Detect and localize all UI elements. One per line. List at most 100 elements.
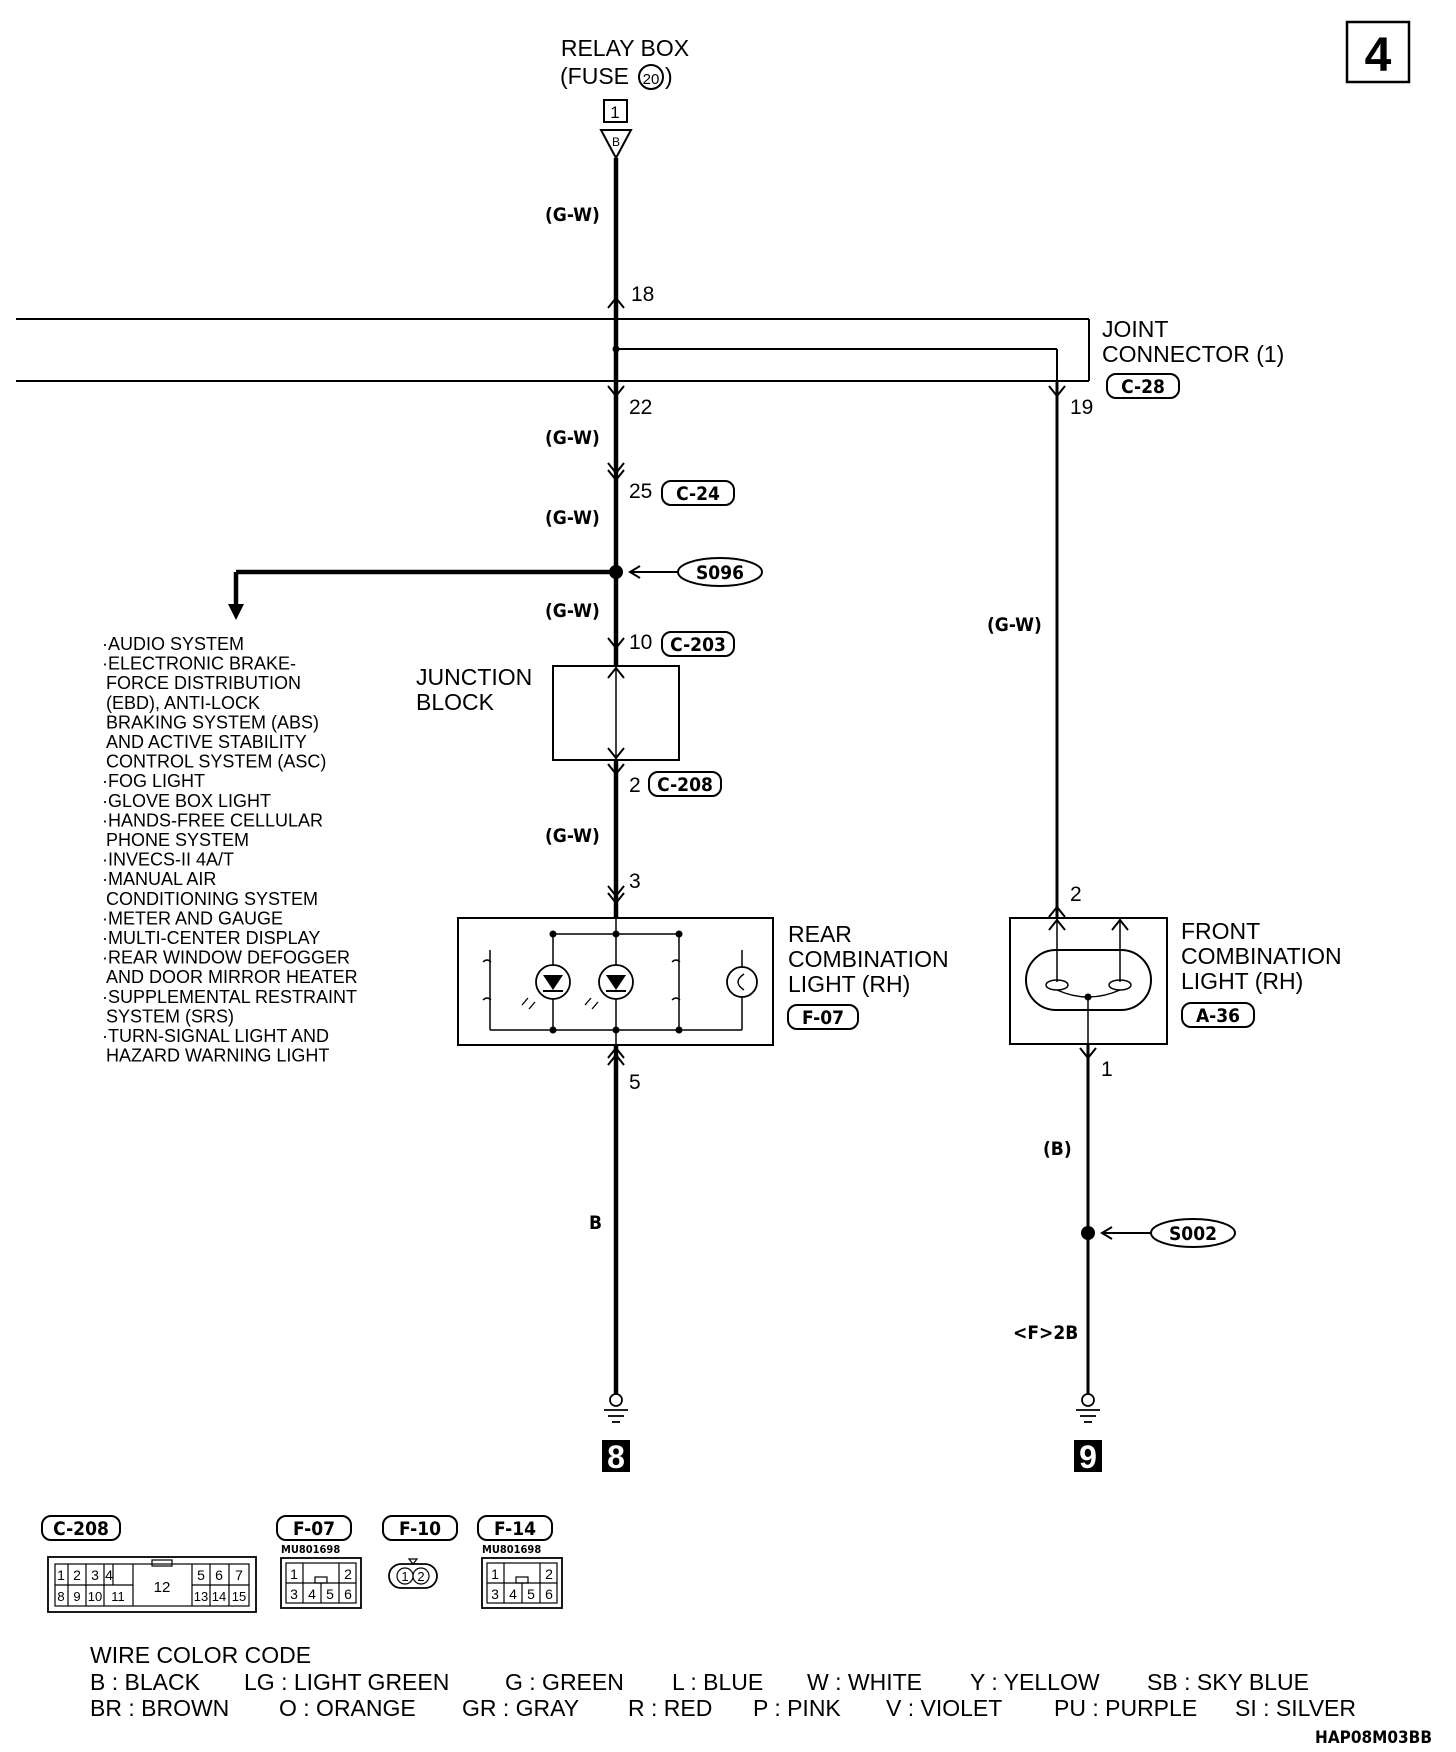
wire-label-gw-2: (G-W)	[545, 427, 600, 449]
front-combination-light	[1009, 917, 1168, 1045]
relay-box-label: RELAY BOX	[561, 35, 689, 61]
systems-list-line: PHONE SYSTEM	[106, 830, 249, 850]
connector-pin: 6	[545, 1586, 553, 1602]
c208-code: C-208	[657, 774, 713, 796]
connector-pin: 3	[290, 1586, 298, 1602]
wire-label-gw-5: (G-W)	[545, 825, 600, 847]
front-light-code-box	[1181, 1002, 1255, 1028]
wire-color-entry: B : BLACK	[90, 1669, 201, 1695]
fuse-number: 20	[643, 71, 660, 88]
systems-list-line: ·HANDS-FREE CELLULAR	[102, 810, 323, 830]
ground-right-number: 9	[1079, 1439, 1097, 1475]
splice-s096-label: S096	[696, 562, 744, 584]
connector-pin: 3	[91, 1567, 99, 1583]
connector-pin: 7	[235, 1567, 243, 1583]
systems-list-line: ·GLOVE BOX LIGHT	[102, 791, 271, 811]
pin-18-label: 18	[631, 283, 654, 306]
wire-color-entry: PU : PURPLE	[1054, 1695, 1197, 1721]
systems-list-line: ·REAR WINDOW DEFOGGER	[102, 948, 350, 968]
wire-label-b-right: (B)	[1043, 1138, 1072, 1160]
c24-code-box	[661, 480, 735, 506]
relay-box-fuse-suffix: )	[665, 63, 673, 89]
relay-box-fuse-prefix: (FUSE	[560, 63, 629, 89]
wire-label-b-left: B	[589, 1212, 602, 1234]
ground-left-number: 8	[607, 1439, 625, 1475]
wire-color-entry: L : BLUE	[672, 1669, 763, 1695]
c208-code-box	[648, 771, 722, 797]
connector-pin: 1	[57, 1567, 65, 1583]
pin-25-label: 25	[629, 480, 652, 503]
connector-pin: 13	[194, 1589, 208, 1604]
relay-connector-box	[603, 99, 628, 123]
systems-list-line: AND ACTIVE STABILITY	[106, 732, 307, 752]
connector-pin: 5	[197, 1567, 205, 1583]
wire-label-f2b: <F>2B	[1013, 1322, 1078, 1344]
connector-pin: 5	[527, 1586, 535, 1602]
connector-pin: 4	[509, 1586, 517, 1602]
junction-block-label-1: JUNCTION	[416, 664, 532, 690]
connector-pin: 8	[57, 1589, 64, 1604]
connector-pin: 1	[290, 1566, 298, 1582]
page-number: 4	[1365, 29, 1392, 82]
ground-left-number-box	[602, 1440, 630, 1472]
ground-right-number-box	[1074, 1440, 1102, 1472]
joint-node	[612, 345, 620, 353]
wire-label-gw-4: (G-W)	[545, 600, 600, 622]
connector-pin: 2	[417, 1569, 424, 1584]
rear-light-code: F-07	[802, 1007, 844, 1029]
splice-s002-pointer-head	[1100, 1226, 1113, 1240]
relay-connector-triangle	[599, 129, 633, 161]
wire-color-entry: P : PINK	[753, 1695, 841, 1721]
systems-list-line: SYSTEM (SRS)	[106, 1006, 234, 1026]
systems-list-line: BRAKING SYSTEM (ABS)	[106, 712, 319, 732]
connector-pin: 2	[344, 1566, 352, 1582]
connector-pin: 1	[491, 1566, 499, 1582]
splice-s096-oval	[677, 557, 763, 587]
connector-pin: 1	[401, 1569, 408, 1584]
cv-f14-code: F-14	[494, 1518, 536, 1540]
systems-list-line: ·SUPPLEMENTAL RESTRAINT	[102, 987, 357, 1007]
front-light-label-2: COMBINATION	[1181, 943, 1342, 969]
systems-list-line: FORCE DISTRIBUTION	[106, 673, 301, 693]
pin-19-label: 19	[1070, 396, 1093, 419]
ground-symbol-right	[1076, 1393, 1100, 1423]
wire-color-entry: Y : YELLOW	[970, 1669, 1100, 1695]
connector-pin: 12	[154, 1579, 171, 1596]
joint-connector-code: C-28	[1121, 376, 1165, 398]
pin-10-label: 10	[629, 631, 652, 654]
systems-list-line: ·TURN-SIGNAL LIGHT AND	[102, 1026, 329, 1046]
wire-color-entry: GR : GRAY	[462, 1695, 579, 1721]
joint-connector-label-1: JOINT	[1102, 316, 1168, 342]
rear-light-pin-out-label: 5	[629, 1071, 641, 1094]
wire-color-entry: O : ORANGE	[279, 1695, 416, 1721]
connector-pin: 2	[545, 1566, 553, 1582]
front-light-pin-in-label: 2	[1070, 883, 1082, 906]
connector-pin: 6	[215, 1567, 223, 1583]
wire-label-gw-1: (G-W)	[545, 204, 600, 226]
connector-pin: 4	[308, 1586, 316, 1602]
connector-pin: 4	[105, 1567, 113, 1583]
relay-connector-letter: B	[612, 135, 620, 149]
connector-view-f07	[280, 1557, 362, 1609]
wire-color-entry: G : GREEN	[505, 1669, 624, 1695]
junction-block-label-2: BLOCK	[416, 689, 495, 715]
cv-f10-code-box	[382, 1515, 458, 1541]
rear-light-label-2: COMBINATION	[788, 946, 949, 972]
connector-pin: 11	[111, 1589, 125, 1604]
systems-list-line: ·METER AND GAUGE	[102, 908, 283, 928]
cv-f07-code-box	[276, 1515, 352, 1541]
connector-pin: 3	[491, 1586, 499, 1602]
splice-s002-oval	[1150, 1218, 1236, 1248]
systems-list-line: ·MANUAL AIR	[102, 869, 216, 889]
fuse-number-circle	[638, 64, 664, 90]
rear-light-code-box	[787, 1004, 859, 1030]
rear-combination-light	[457, 917, 774, 1046]
joint-connector-label-2: CONNECTOR (1)	[1102, 341, 1284, 367]
c203-code: C-203	[670, 634, 726, 656]
connector-pin: 6	[344, 1586, 352, 1602]
wire-color-entry: V : VIOLET	[886, 1695, 1002, 1721]
drawing-code: HAP08M03BB	[1315, 1728, 1432, 1748]
